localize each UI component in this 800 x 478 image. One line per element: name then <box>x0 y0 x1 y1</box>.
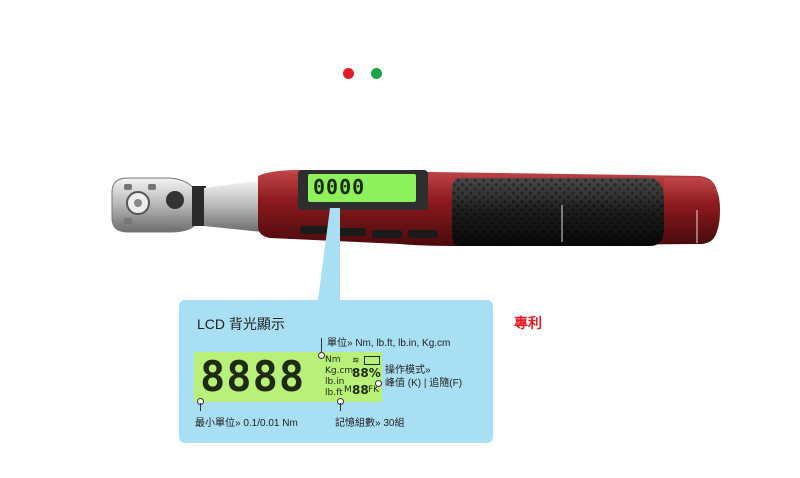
lcd-info-panel: LCD 背光顯示 8888 Nm Kg.cm lb.in lb.ft ≋ 88%… <box>179 300 493 443</box>
mode-value: 峰值 (K) | 追隨(F) <box>385 378 463 389</box>
patent-label: 專利 <box>514 315 542 331</box>
lcd-unit-nm: Nm <box>325 355 341 365</box>
min-unit-leader <box>200 403 201 411</box>
carousel-dot-1[interactable] <box>343 68 354 79</box>
wrench-lcd-digits: 0000 <box>313 175 366 199</box>
lcd-diagram: 8888 Nm Kg.cm lb.in lb.ft ≋ 88% M 88 FK <box>194 352 382 402</box>
lcd-mem-digits: 88 <box>352 383 369 397</box>
mode-annotation: 操作模式» <box>385 365 431 376</box>
battery-icon <box>364 356 380 365</box>
callout-pointer <box>318 208 340 300</box>
mode-marker <box>375 380 382 387</box>
panel-title: LCD 背光顯示 <box>197 316 285 332</box>
lcd-unit-lbft: lb.ft <box>325 388 343 398</box>
lcd-unit-kgcm: Kg.cm <box>325 366 354 376</box>
lcd-unit-lbin: lb.in <box>325 377 345 387</box>
units-leader <box>321 338 322 354</box>
lcd-main-digits: 8888 <box>200 352 306 401</box>
lcd-fk: FK <box>368 385 380 395</box>
units-annotation: 單位» Nm, lb.ft, lb.in, Kg.cm <box>327 338 451 349</box>
lcd-small-digits: 88% <box>352 366 381 380</box>
lcd-mem-prefix: M <box>344 385 352 395</box>
units-marker <box>318 352 325 359</box>
min-unit-annotation: 最小單位» 0.1/0.01 Nm <box>195 418 298 429</box>
carousel-dot-2[interactable] <box>371 68 382 79</box>
wifi-icon: ≋ <box>352 355 360 365</box>
memory-annotation: 記憶組數» 30組 <box>335 418 405 429</box>
memory-leader <box>340 403 341 411</box>
